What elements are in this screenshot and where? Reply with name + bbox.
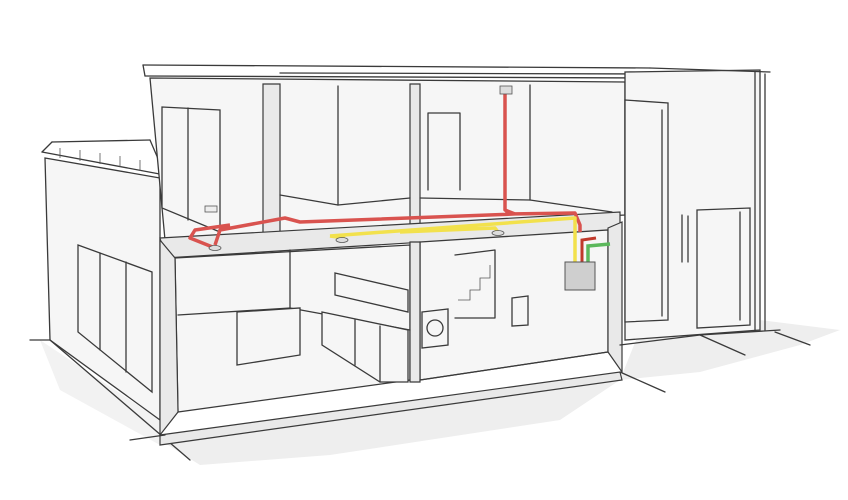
washing-machine	[421, 308, 449, 349]
roof-vent-icon	[499, 85, 513, 95]
ventilation-unit	[564, 261, 596, 291]
ventilation-ducts	[188, 85, 611, 291]
ceiling-diffuser-icon	[208, 245, 222, 251]
ground-window	[236, 307, 301, 366]
right-block	[619, 67, 811, 356]
entrance-door	[696, 207, 751, 329]
outdoor-duct	[586, 242, 611, 262]
supply-duct	[188, 92, 582, 250]
sliding-window	[77, 244, 153, 394]
ceiling-diffuser-icon	[491, 230, 505, 236]
exhaust-duct	[580, 236, 597, 262]
left-wing	[29, 139, 191, 461]
tall-glass-door	[624, 99, 669, 323]
ground-shadow	[160, 320, 840, 465]
floor-vent-icon	[204, 205, 218, 213]
kitchen-counter	[321, 311, 409, 383]
ground-floor	[129, 221, 666, 446]
ground-shadow-left	[40, 340, 160, 445]
kitchen-upper-cabinets	[334, 272, 409, 313]
ceiling-diffuser-icon	[335, 237, 349, 243]
